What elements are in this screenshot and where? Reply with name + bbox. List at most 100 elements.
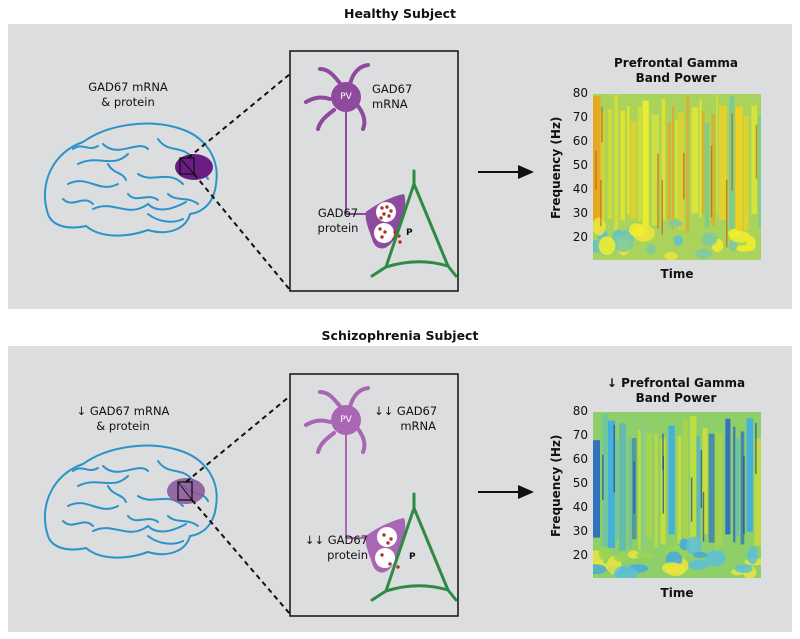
pv-cell-label: PV	[340, 415, 352, 425]
pyramidal-label: P	[406, 228, 413, 238]
prefrontal-region	[167, 478, 205, 504]
ytick-30: 30	[572, 206, 588, 220]
schizophrenia-section-title: Schizophrenia Subject	[321, 328, 479, 343]
spectrogram-stripe	[619, 423, 627, 551]
spectrogram-stripe	[751, 105, 757, 214]
healthy-panel: GAD67 mRNA & protein PV GAD67 mRNA GAD67…	[8, 24, 792, 309]
zoom-box-icon	[179, 157, 195, 175]
pv-cell-label: PV	[340, 92, 352, 102]
spectrogram-stripe	[678, 112, 684, 230]
x-axis-label: Time	[660, 267, 694, 281]
ytick-80: 80	[572, 86, 588, 100]
pv-neuron-icon	[304, 386, 370, 454]
spectrogram-streak	[700, 449, 702, 509]
spectrogram-blob	[747, 546, 758, 565]
spectrogram-blob	[614, 565, 638, 578]
spectrogram-streak	[657, 153, 659, 229]
spectrogram-streak	[690, 477, 693, 522]
spectrogram-stripe	[593, 96, 601, 222]
ytick-80: 80	[572, 404, 588, 418]
ytick-70: 70	[572, 110, 588, 124]
y-axis-label: Frequency (Hz)	[549, 116, 563, 219]
spectrogram-stripe	[689, 416, 697, 550]
spectrogram-healthy	[593, 94, 761, 260]
pyramidal-neuron-icon	[370, 169, 458, 278]
spectrogram-streak	[595, 150, 597, 190]
spectrogram-blob	[598, 546, 612, 561]
spectrogram-stripe	[691, 107, 699, 214]
spectrogram-stripe	[733, 426, 736, 543]
healthy-diagram	[43, 50, 459, 292]
spectrogram-streak	[662, 433, 664, 470]
schizophrenia-panel: ↓ GAD67 mRNA & protein PV ↓↓ GAD67 mRNA …	[8, 346, 792, 632]
schizophrenia-diagram	[43, 373, 459, 617]
spectrogram-streak	[731, 113, 733, 191]
spectrogram-stripe	[716, 95, 719, 214]
chart-title: ↓ Prefrontal Gamma Band Power	[606, 376, 746, 405]
spectrogram-stripe	[627, 106, 630, 215]
spectrogram-stripe	[725, 418, 731, 535]
spectrogram-stripe	[607, 108, 613, 220]
spectrogram-blob	[665, 563, 686, 576]
spectrogram-stripe	[686, 95, 690, 233]
spectrogram-blob	[695, 248, 713, 259]
spectrogram-canvas	[593, 412, 761, 578]
spectrogram-blob	[664, 252, 678, 260]
spectrogram-streak	[726, 179, 728, 248]
spectrogram-blob	[593, 217, 606, 236]
spectrogram-schizophrenia	[593, 412, 761, 578]
spectrogram-stripe	[702, 428, 708, 534]
zoom-line-top	[185, 395, 291, 483]
spectrogram-stripe	[638, 430, 641, 551]
spectrogram-stripe	[754, 438, 761, 546]
spectrogram-blob	[728, 228, 740, 238]
spectrogram-stripe	[708, 433, 715, 543]
spectrogram-streak	[662, 455, 664, 514]
spectrogram-stripe	[735, 106, 743, 232]
spectrogram-stripe	[602, 413, 608, 550]
pv-neuron-icon	[304, 63, 370, 131]
spectrogram-blob	[668, 219, 683, 228]
cell-inset-box	[289, 50, 459, 292]
spectrogram-streak	[601, 107, 603, 143]
spectrogram-stripe	[614, 94, 619, 232]
brain-label: ↓ GAD67 mRNA & protein	[76, 404, 170, 433]
y-axis-label: Frequency (Hz)	[549, 434, 563, 537]
spectrogram-stripe	[641, 425, 647, 548]
spectrogram-stripe	[699, 99, 702, 219]
healthy-section-title: Healthy Subject	[343, 6, 457, 21]
spectrogram-stripe	[593, 440, 600, 538]
ytick-70: 70	[572, 428, 588, 442]
spectrogram-stripe	[696, 435, 701, 539]
mrna-label: GAD67 mRNA	[372, 82, 413, 111]
ytick-30: 30	[572, 524, 588, 538]
spectrogram-stripe	[607, 420, 616, 548]
spectrogram-streak	[661, 180, 663, 235]
spectrogram-stripe	[746, 418, 754, 532]
ytick-60: 60	[572, 452, 588, 466]
spectrogram-stripe	[637, 106, 642, 222]
spectrogram-stripe	[668, 425, 675, 535]
ytick-40: 40	[572, 500, 588, 514]
spectrogram-stripe	[600, 112, 605, 219]
spectrogram-stripe	[630, 121, 637, 220]
spectrogram-stripe	[718, 105, 727, 221]
spectrogram-blob	[673, 235, 683, 247]
spectrogram-stripe	[677, 436, 682, 544]
spectrogram-blob	[736, 245, 751, 252]
spectrogram-stripe	[743, 116, 749, 231]
arrow-right-icon	[478, 485, 534, 499]
spectrogram-blob	[693, 551, 708, 559]
brain-label: GAD67 mRNA & protein	[88, 80, 168, 109]
spectrogram-stripe	[642, 100, 649, 228]
spectrogram-stripe	[646, 433, 652, 538]
spectrogram-blob	[734, 564, 753, 573]
spectrogram-blob	[598, 236, 616, 256]
spectrogram-stripe	[682, 419, 688, 541]
spectrogram-blob	[701, 232, 718, 247]
zoom-line-bottom	[191, 499, 291, 615]
spectrogram-stripe	[675, 119, 678, 218]
spectrogram-stripe	[661, 99, 666, 221]
zoom-line-top	[187, 73, 291, 159]
spectrogram-stripe	[714, 432, 718, 552]
